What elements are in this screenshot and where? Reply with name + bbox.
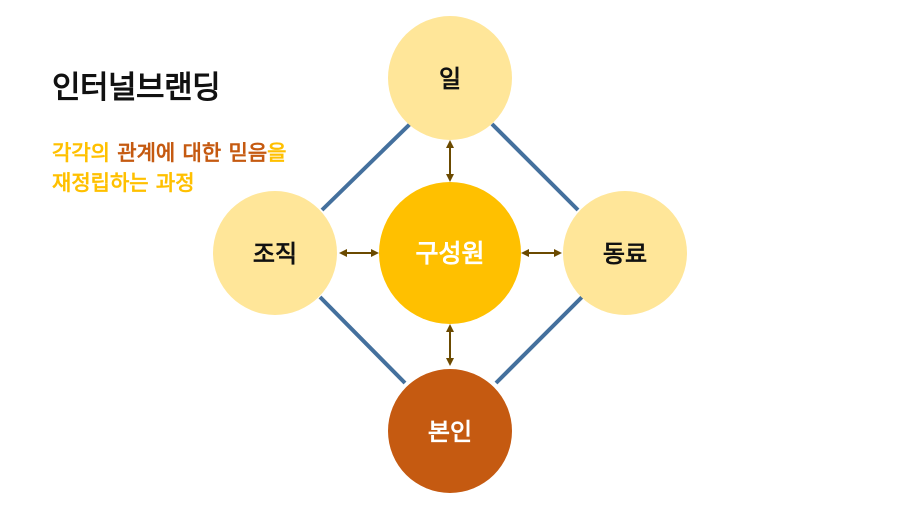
node-bottom-circle: [388, 369, 512, 493]
node-right: 동료: [563, 191, 687, 315]
connector-bottom-left: [318, 295, 407, 385]
node-left: 조직: [213, 191, 337, 315]
connector-top-right: [490, 122, 580, 212]
node-center-label: 구성원: [415, 239, 484, 268]
subtitle-line-1: 각각의 관계에 대한 믿음을: [52, 138, 286, 168]
node-center: 구성원: [379, 182, 521, 324]
node-bottom: 본인: [388, 369, 512, 493]
node-bottom-label: 본인: [428, 418, 472, 446]
node-top-circle: [388, 16, 512, 140]
diamond-connectors: [318, 122, 584, 385]
subtitle-segment-3: 을: [267, 141, 287, 165]
node-top: 일: [388, 16, 512, 140]
node-left-circle: [213, 191, 337, 315]
node-right-circle: [563, 191, 687, 315]
subtitle-segment-2: 관계에 대한 믿음: [117, 141, 268, 165]
node-right-label: 동료: [603, 240, 647, 268]
connector-bottom-right: [494, 295, 584, 385]
subtitle: 각각의 관계에 대한 믿음을 재정립하는 과정: [52, 138, 286, 198]
node-left-label: 조직: [253, 240, 297, 268]
node-center-circle: [379, 182, 521, 324]
relation-arrows: [339, 140, 562, 366]
subtitle-segment-1: 각각의: [52, 141, 118, 165]
page-title: 인터널브랜딩: [52, 70, 221, 106]
node-top-label: 일: [439, 65, 461, 93]
subtitle-line-2: 재정립하는 과정: [52, 171, 195, 195]
connector-top-left: [320, 122, 412, 212]
